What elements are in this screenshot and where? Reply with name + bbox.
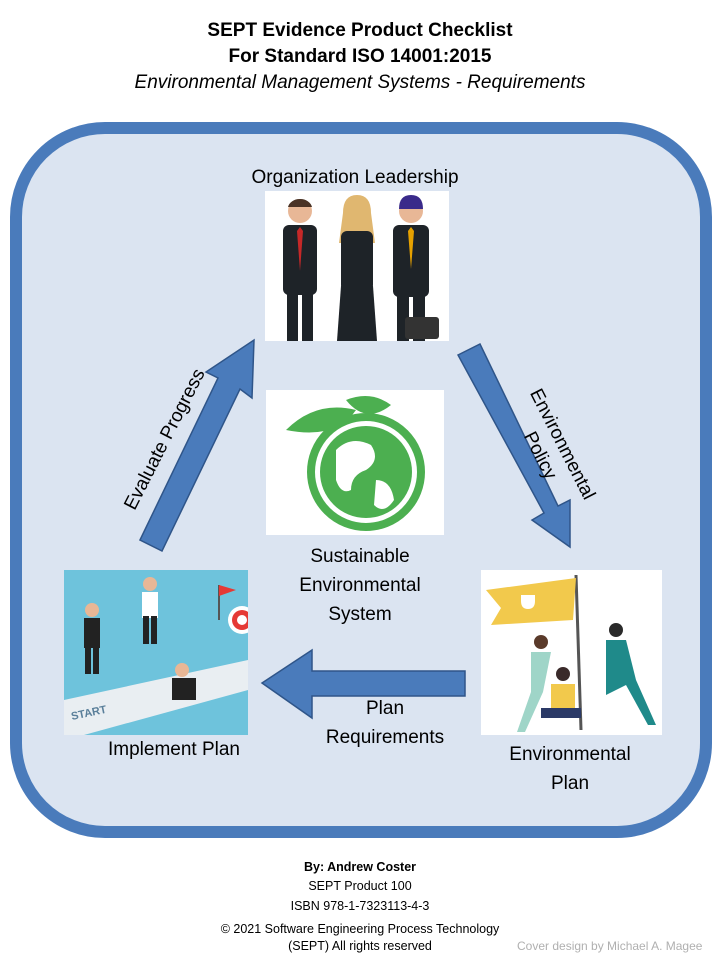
environmental-plan-image <box>481 570 662 735</box>
copyright-line-1: © 2021 Software Engineering Process Tech… <box>220 922 500 936</box>
center-label-line-1: Sustainable <box>310 546 410 567</box>
subtitle: Environmental Management Systems - Requi… <box>134 72 586 93</box>
label-environmental-plan: Environmental Plan <box>470 740 670 798</box>
plan-req-line-2: Requirements <box>325 727 445 748</box>
evaluate-progress-arrow <box>139 338 255 553</box>
label-sustainable-environmental-system: Sustainable Environmental System <box>255 542 465 629</box>
env-plan-line-2: Plan <box>550 773 590 794</box>
business-people-icon <box>283 195 439 341</box>
center-label-line-2: Environmental <box>299 575 421 596</box>
title-line-1: SEPT Evidence Product Checklist <box>207 20 513 41</box>
cover-credit: Cover design by Michael A. Magee <box>517 939 703 953</box>
title-line-2: For Standard ISO 14001:2015 <box>228 46 492 67</box>
earth-leaf-image <box>266 390 444 535</box>
environmental-policy-arrow <box>456 342 571 549</box>
isbn: ISBN 978-1-7323113-4-3 <box>290 899 430 913</box>
label-plan-requirements: Plan Requirements <box>315 694 455 752</box>
label-organization-leadership: Organization Leadership <box>251 167 459 188</box>
env-plan-line-1: Environmental <box>509 744 631 765</box>
product-number: SEPT Product 100 <box>308 879 412 893</box>
author: By: Andrew Coster <box>303 860 417 874</box>
leadership-image <box>265 191 449 341</box>
copyright-line-2: (SEPT) All rights reserved <box>288 939 432 953</box>
center-label-line-3: System <box>328 604 392 625</box>
label-implement-plan: Implement Plan <box>107 739 240 760</box>
implement-plan-image: START <box>64 570 248 735</box>
plan-req-line-1: Plan <box>365 698 405 719</box>
team-flag-icon <box>486 574 656 732</box>
green-earth-icon <box>286 396 425 531</box>
start-line-people-icon: START <box>64 577 248 735</box>
plan-requirements-arrow <box>260 648 466 720</box>
